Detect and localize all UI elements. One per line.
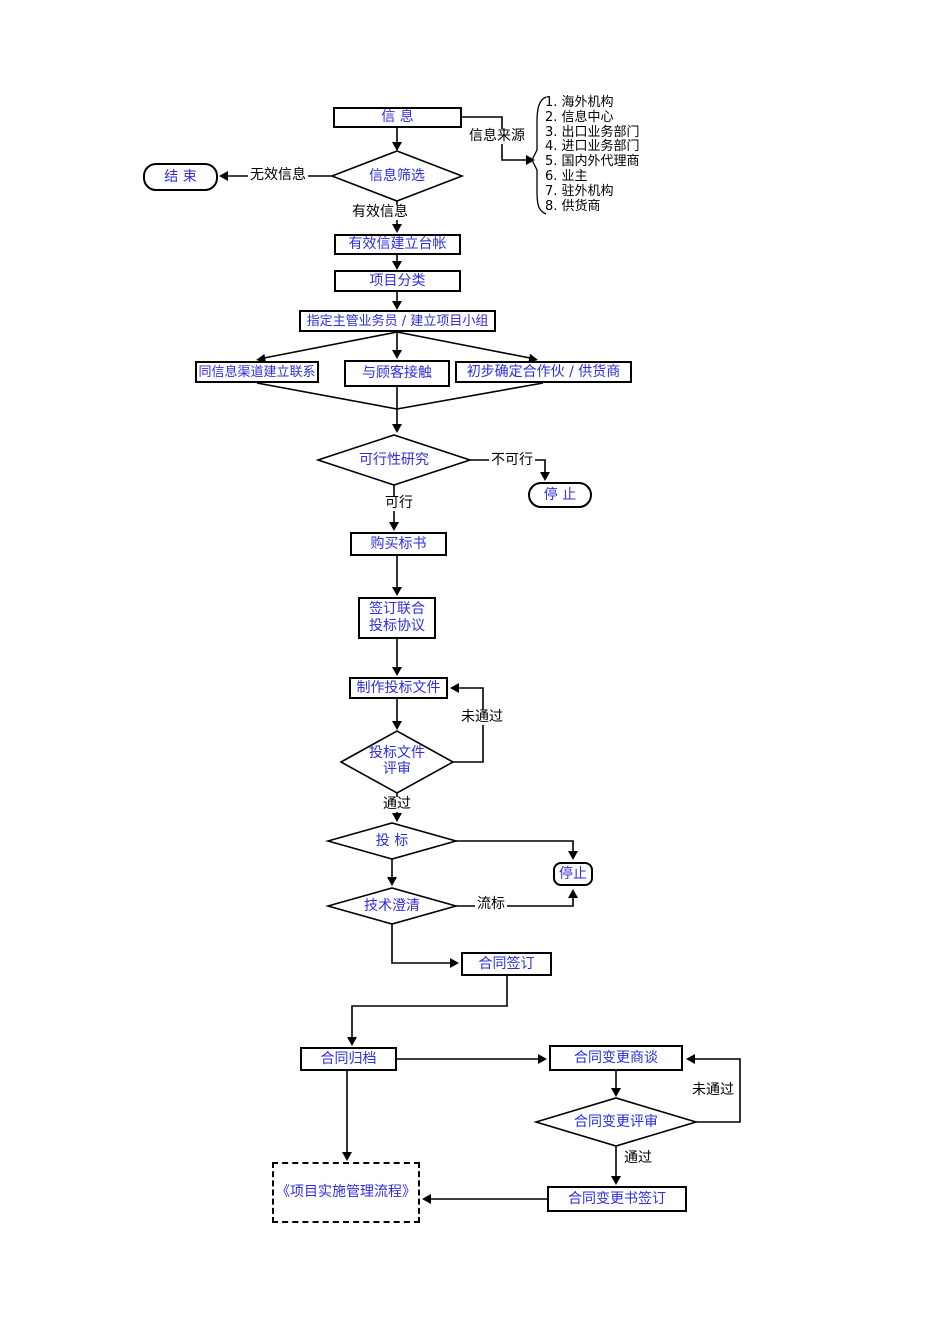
node-contract-sign: 合同签订 (461, 952, 552, 976)
label-valid-info: 有效信息 (350, 204, 410, 220)
node-info: 信 息 (333, 107, 462, 128)
label-invalid-info: 无效信息 (248, 167, 308, 183)
node-ledger: 有效信建立台帐 (334, 234, 461, 255)
arrowheads (219, 142, 695, 1204)
node-make-bid-doc: 制作投标文件 (349, 677, 448, 699)
node-end: 结 束 (143, 163, 218, 191)
list-item: 4. 进口业务部门 (545, 139, 640, 155)
list-item: 7. 驻外机构 (545, 183, 614, 199)
label-not-passed-1: 未通过 (459, 709, 505, 725)
list-item: 5. 国内外代理商 (545, 154, 640, 170)
node-contract-change-review: 合同变更评审 (574, 1114, 658, 1130)
node-contract-archive: 合同归档 (300, 1047, 397, 1071)
node-partner-confirm: 初步确定合作伙 / 供货商 (455, 361, 632, 383)
node-joint-agreement: 签订联合 投标协议 (358, 597, 436, 639)
diamond-feasibility (315, 434, 473, 486)
node-customer-contact: 与顾客接触 (344, 360, 450, 387)
source-list-brace (531, 96, 547, 215)
label-info-source: 信息来源 (467, 128, 527, 144)
info-source-list: 1. 海外机构 2. 信息中心 3. 出口业务部门 4. 进口业务部门 5. 国… (545, 95, 640, 214)
node-classification: 项目分类 (334, 270, 461, 292)
label-passed-1: 通过 (381, 796, 413, 812)
decision-diamonds (315, 150, 699, 1147)
node-impl-process: 《项目实施管理流程》 (272, 1162, 420, 1223)
node-bidding: 投 标 (375, 833, 409, 849)
connector-lines (227, 116, 741, 1200)
node-contract-change-talk: 合同变更商谈 (549, 1045, 683, 1071)
diamond-tech-clarify (325, 887, 459, 925)
label-passed-2: 通过 (622, 1150, 654, 1166)
label-feasible: 可行 (383, 495, 415, 511)
list-item: 1. 海外机构 (545, 95, 614, 110)
node-info-screening: 信息筛选 (369, 168, 425, 184)
diamond-bidding (325, 822, 459, 860)
node-contract-change-sign: 合同变更书签订 (547, 1186, 687, 1212)
label-not-feasible: 不可行 (489, 452, 535, 468)
diamond-contract-change-review (533, 1097, 699, 1147)
list-item: 3. 出口业务部门 (545, 124, 640, 140)
list-item: 8. 供货商 (545, 198, 601, 214)
node-feasibility: 可行性研究 (359, 452, 429, 468)
list-item: 2. 信息中心 (545, 109, 614, 125)
label-failed-bid: 流标 (475, 896, 507, 912)
node-channel-contact: 同信息渠道建立联系 (195, 361, 319, 383)
diamond-info-screening (329, 150, 465, 202)
node-stop-2: 停止 (553, 862, 593, 886)
node-assign: 指定主管业务员 / 建立项目小组 (299, 310, 496, 332)
list-item: 6. 业主 (545, 168, 588, 184)
node-tech-clarify: 技术澄清 (364, 898, 420, 914)
node-buy-bid: 购买标书 (350, 532, 447, 556)
diamond-bid-doc-review (339, 730, 455, 794)
label-not-passed-2: 未通过 (690, 1082, 736, 1098)
node-bid-doc-review: 投标文件 评审 (369, 745, 425, 777)
node-stop-1: 停 止 (528, 482, 592, 508)
